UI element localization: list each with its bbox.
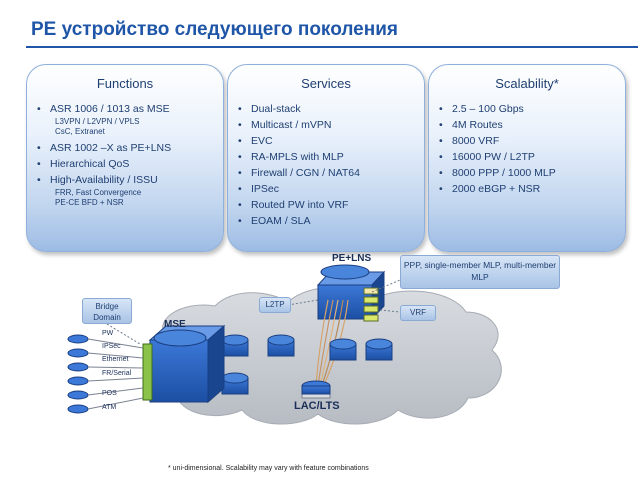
functions-item: •Hierarchical QoS [37, 158, 130, 170]
scalability-item: •4M Routes [439, 119, 503, 131]
footnote: * uni-dimensional. Scalability may vary … [168, 465, 369, 472]
services-item: •EVC [238, 135, 273, 147]
functions-subitem: FRR, Fast Convergence [55, 188, 142, 197]
page-title: PE устройство следующего поколения [31, 19, 398, 40]
services-header: Services [301, 76, 351, 91]
pe-lns-label: PE+LNS [332, 253, 372, 264]
services-item: •EOAM / SLA [238, 215, 311, 227]
services-item: •Dual-stack [238, 103, 301, 115]
functions-subitem: CsC, Extranet [55, 127, 105, 136]
services-item: •IPSec [238, 183, 280, 195]
port-label-frserial: FR/Serial [102, 370, 132, 377]
access-routers [67, 334, 89, 414]
router-icon [221, 372, 249, 395]
scalability-header: Scalability* [495, 76, 559, 91]
scalability-panel: Scalability* •2.5 – 100 Gbps •4M Routes … [428, 64, 626, 252]
router-icon [329, 338, 357, 361]
scalability-item: •8000 VRF [439, 135, 500, 147]
port-label-pw: PW [102, 330, 114, 337]
functions-item: •ASR 1006 / 1013 as MSE [37, 103, 170, 115]
functions-subitem: L3VPN / L2VPN / VPLS [55, 117, 140, 126]
lac-lts-label: LAC/LTS [294, 400, 340, 412]
access-links [87, 338, 144, 410]
mse-router-icon [142, 324, 226, 404]
functions-item: •High-Availability / ISSU [37, 174, 158, 186]
port-label-ipsec: IPSec [102, 343, 121, 350]
l2tp-callout: L2TP [259, 297, 291, 313]
scalability-list: •2.5 – 100 Gbps •4M Routes •8000 VRF •16… [439, 101, 556, 197]
scalability-item: •8000 PPP / 1000 MLP [439, 167, 556, 179]
services-list: •Dual-stack •Multicast / mVPN •EVC •RA-M… [238, 101, 360, 229]
router-icon [365, 338, 393, 361]
services-panel: Services •Dual-stack •Multicast / mVPN •… [227, 64, 425, 252]
l2tp-leader [287, 299, 319, 306]
port-label-atm: ATM [102, 404, 117, 411]
scalability-item: •16000 PW / L2TP [439, 151, 535, 163]
services-item: •Multicast / mVPN [238, 119, 332, 131]
functions-item: •ASR 1002 –X as PE+LNS [37, 142, 172, 154]
scalability-item: •2000 eBGP + NSR [439, 183, 541, 195]
functions-subitem: PE-CE BFD + NSR [55, 198, 124, 207]
pe-lns-router-icon [316, 264, 386, 322]
functions-panel: Functions •ASR 1006 / 1013 as MSE L3VPN … [26, 64, 224, 252]
bridge-leader [106, 323, 141, 345]
vrf-leader [379, 309, 401, 313]
functions-header: Functions [96, 76, 154, 91]
port-label-ethernet: Ethernet [102, 356, 129, 363]
ppp-leader [371, 279, 401, 293]
scalability-item: •2.5 – 100 Gbps [439, 103, 524, 115]
router-icon [221, 334, 249, 357]
lac-router-icon [301, 380, 331, 399]
bridge-domain-callout: Bridge Domain [82, 298, 132, 324]
title-divider [26, 46, 638, 48]
ppp-callout: PPP, single-member MLP, multi-member MLP [400, 255, 560, 289]
router-icon [267, 334, 295, 357]
services-item: •RA-MPLS with MLP [238, 151, 344, 163]
services-item: •Routed PW into VRF [238, 199, 349, 211]
mse-label: MSE [164, 319, 186, 330]
functions-list: •ASR 1006 / 1013 as MSE L3VPN / L2VPN / … [37, 101, 171, 208]
vrf-callout: VRF [400, 305, 436, 321]
port-label-pos: POS [102, 390, 117, 397]
services-item: •Firewall / CGN / NAT64 [238, 167, 360, 179]
